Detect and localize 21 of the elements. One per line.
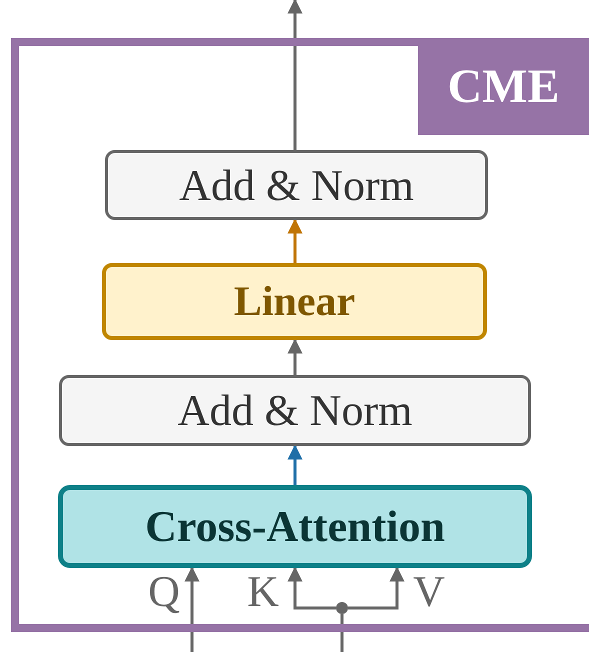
box-label: Add & Norm bbox=[178, 385, 412, 436]
arrow bbox=[348, 566, 404, 610]
arrow bbox=[184, 566, 200, 652]
edge-label: V bbox=[412, 566, 446, 618]
edge-label: K bbox=[246, 566, 280, 618]
process-box bbox=[59, 375, 531, 446]
process-box bbox=[58, 485, 532, 568]
edge-label: Q bbox=[147, 566, 181, 618]
box-label: Add & Norm bbox=[179, 160, 414, 210]
box-label: Cross-Attention bbox=[145, 501, 445, 552]
junction-dot bbox=[336, 602, 348, 614]
process-box bbox=[105, 150, 488, 220]
arrow bbox=[288, 338, 302, 375]
arrow bbox=[288, 444, 302, 485]
module-frame bbox=[11, 38, 589, 632]
arrow bbox=[288, 218, 302, 263]
connector-line bbox=[340, 614, 344, 652]
arrow bbox=[288, 0, 302, 150]
box-label: Linear bbox=[234, 278, 356, 326]
process-box bbox=[102, 263, 487, 340]
arrow bbox=[288, 566, 336, 610]
